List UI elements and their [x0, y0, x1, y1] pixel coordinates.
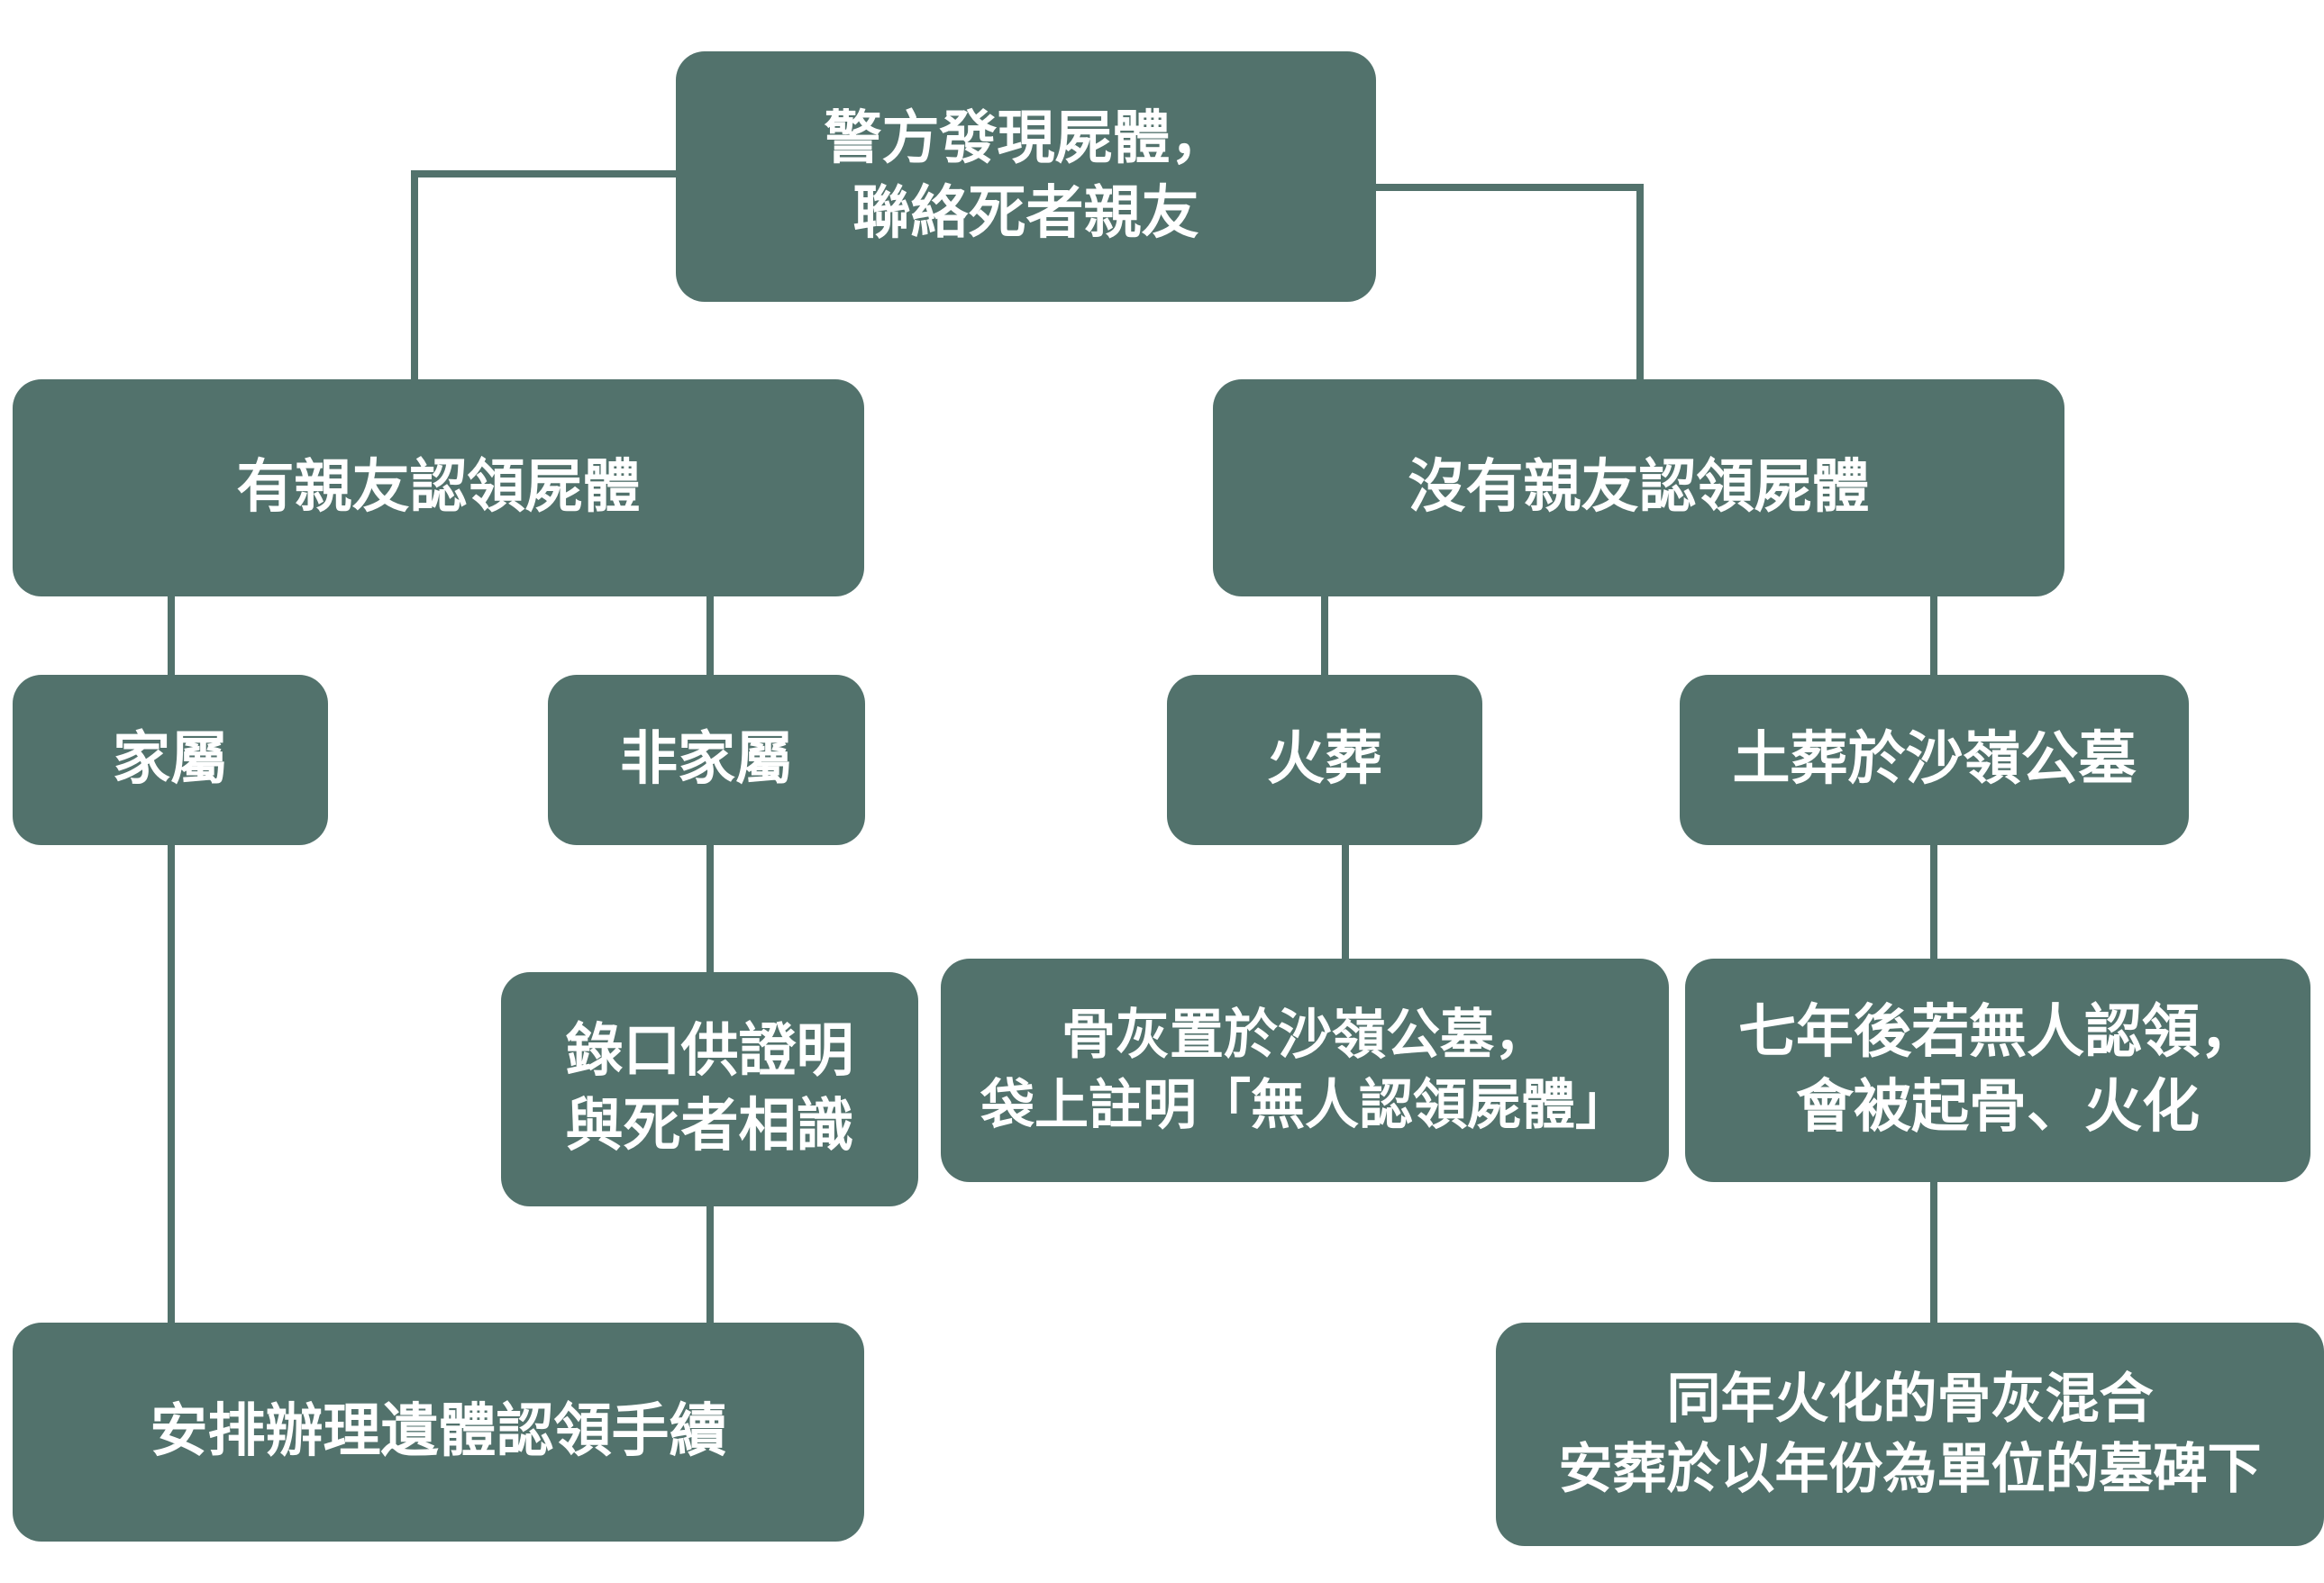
node-text: 沒有親友認領屍體 — [1408, 453, 1870, 521]
node-text-line: 骨灰置於沙嶺公墓， — [1062, 1004, 1548, 1067]
node-unclaimed: 沒有親友認領屍體 — [1213, 379, 2064, 596]
node-text-line: 袋上註明「無人認領屍體」 — [980, 1074, 1629, 1137]
node-claimed-by-relatives: 有親友認領屍體 — [13, 379, 864, 596]
node-text-line: 七年後若無人認領， — [1738, 998, 2257, 1066]
node-text-line: 聯絡死者親友 — [852, 180, 1199, 247]
node-statement: 錄口供證明 與死者相識 — [501, 972, 918, 1206]
node-police-find-body: 警方發現屍體， 聯絡死者親友 — [676, 51, 1376, 302]
node-text: 安排辦理遺體認領手續 — [150, 1397, 727, 1465]
node-claim-procedure: 安排辦理遺體認領手續 — [13, 1323, 864, 1542]
node-family: 家屬 — [13, 675, 328, 845]
node-non-family: 非家屬 — [548, 675, 865, 845]
node-text-line: 會被起骨、火化 — [1796, 1074, 2200, 1141]
node-seven-years: 七年後若無人認領， 會被起骨、火化 — [1685, 959, 2310, 1182]
node-ashes-placed: 骨灰置於沙嶺公墓， 袋上註明「無人認領屍體」 — [941, 959, 1669, 1182]
node-text-line: 安葬於以年份為單位的墓碑下 — [1558, 1438, 2262, 1501]
node-text: 有親友認領屍體 — [236, 453, 641, 521]
node-text-line: 與死者相識 — [565, 1093, 854, 1160]
node-text: 家屬 — [113, 725, 228, 793]
node-text: 火葬 — [1267, 725, 1382, 793]
node-text: 土葬於沙嶺公墓 — [1732, 725, 2137, 793]
node-text-line: 警方發現屍體， — [824, 105, 1228, 172]
node-ashes-mixed: 同年火化的骨灰混合 安葬於以年份為單位的墓碑下 — [1496, 1323, 2324, 1546]
node-text: 非家屬 — [620, 725, 793, 793]
node-text-line: 錄口供證明 — [565, 1017, 854, 1085]
node-text-line: 同年火化的骨灰混合 — [1666, 1368, 2154, 1431]
node-cremation: 火葬 — [1167, 675, 1482, 845]
node-burial: 土葬於沙嶺公墓 — [1680, 675, 2189, 845]
